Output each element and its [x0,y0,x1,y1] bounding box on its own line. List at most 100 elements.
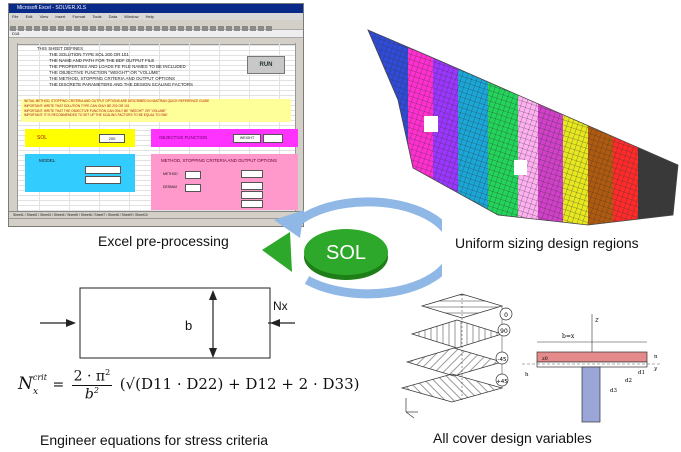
formula-sup-crit: crit [32,373,47,383]
toolbar-icon[interactable] [26,26,32,31]
excel-window: Microsoft Excel - SOLVER.XLS File Edit V… [8,3,304,227]
vertical-scrollbar[interactable] [295,43,303,211]
section-label-h: h [525,372,529,378]
menu-window[interactable]: Window [124,14,139,19]
toolbar-icon[interactable] [122,26,128,31]
menu-edit[interactable]: Edit [25,14,33,19]
method-section: METHOD, STOPPING CRITERIA AND OUTPUT OPT… [151,154,298,210]
formula-denominator: b [84,386,94,403]
toolbar-icon[interactable] [202,26,208,31]
formula-sub-x: x [32,387,39,398]
cell-reference[interactable]: D18 [12,31,20,36]
method-input[interactable] [185,171,201,179]
toolbar-icon[interactable] [194,26,200,31]
toolbar-icon[interactable] [90,26,96,31]
toolbar-icon[interactable] [42,26,48,31]
menu-insert[interactable]: Insert [55,14,66,19]
desmax-label: DESMAX [163,185,178,189]
status-bar [9,218,303,226]
menu-file[interactable]: File [12,14,19,19]
toolbar-icon[interactable] [226,26,232,31]
toolbar-icon[interactable] [98,26,104,31]
caption-regions: Uniform sizing design regions [455,235,639,251]
toolbar-icon[interactable] [234,26,240,31]
section-label-y: y [653,366,658,372]
instruction-line: INITIAL METHOD, STOPPING CRITERIA AND OU… [24,99,210,103]
menu-data[interactable]: Data [108,14,118,19]
option-input[interactable] [241,191,263,199]
menu-help[interactable]: Help [145,14,154,19]
sheet-intro-line: THE OBJECTIVE FUNCTION "WEIGHT" OR "VOLU… [49,70,160,75]
toolbar-icon[interactable] [66,26,72,31]
section-label-d1: d1 [638,370,645,376]
option-input[interactable] [241,200,263,208]
ply-layer [400,373,504,403]
panel-diagram: b Nx [40,287,295,359]
sheet-intro-line: THE NAME AND PATH FOR THE BDF OUTPUT FIL… [49,58,155,63]
panel-outline [79,287,271,359]
toolbar-icon[interactable] [250,26,256,31]
mesh-cutout [424,116,438,132]
toolbar-icon[interactable] [138,26,144,31]
section-width-label: b=x [562,333,575,340]
formula-bar[interactable]: D18 [9,30,303,38]
caption-stress: Engineer equations for stress criteria [40,432,268,448]
design-regions-mesh [367,29,679,226]
toolbar-icon[interactable] [178,26,184,31]
menu-tools[interactable]: Tools [92,14,102,19]
toolbar-icon[interactable] [186,26,192,31]
desmax-input[interactable] [185,184,201,192]
sol-label: SOL [37,135,48,141]
toolbar-icon[interactable] [74,26,80,31]
toolbar-icon[interactable] [154,26,160,31]
panel-width-label: b [185,318,192,333]
toolbar-icon[interactable] [218,26,224,31]
run-button[interactable]: RUN [247,56,285,74]
toolbar-icon[interactable] [210,26,216,31]
load-arrow-right-icon [270,319,280,327]
instruction-line: IMPORTANT: WRITE THAT SOLUTION TYPE CAN … [24,103,130,108]
sheet-intro-line: THIS SHEET DEFINES [37,46,84,51]
toolbar-icon[interactable] [18,26,24,31]
formula-n: N [18,374,33,395]
toolbar-icon[interactable] [170,26,176,31]
cycle-arc [288,197,442,299]
toolbar-icon[interactable] [242,26,248,31]
objective-input-2[interactable] [263,134,283,143]
toolbar-icon[interactable] [162,26,168,31]
objective-input[interactable]: WEIGHT [233,134,261,143]
sheet-intro-line: THE PROPERTIES AND LOADS FE FILE NAMES T… [49,64,186,69]
ply-angle-label: -45 [498,357,507,363]
toolbar-icon[interactable] [106,26,112,31]
caption-excel: Excel pre-processing [98,233,229,249]
toolbar-icon[interactable] [114,26,120,31]
sol-label: SOL [326,242,366,264]
toolbar-icon[interactable] [58,26,64,31]
menu-view[interactable]: View [39,14,49,19]
section-label-n: n [654,354,658,360]
sol-arrowhead-icon [262,232,292,272]
toolbar-icon[interactable] [50,26,56,31]
section-axis-label: z [594,316,599,324]
toolbar-icon[interactable] [82,26,88,31]
menu-format[interactable]: Format [72,14,86,19]
row-headers [9,43,18,211]
toolbar-icon[interactable] [266,26,272,31]
section-label-z0: z0 [542,356,548,362]
dimension-arrow-down-icon [209,348,217,358]
toolbar-icon[interactable] [34,26,40,31]
section-web [581,366,601,423]
option-input[interactable] [241,182,263,190]
toolbar-icon[interactable] [258,26,264,31]
sheet-tabs[interactable]: Sheet1 / Sheet2 / Sheet3 / Sheet4 / Shee… [9,211,303,219]
cycle-arrowhead-icon [274,210,304,238]
model-path-input[interactable] [85,176,121,184]
model-file-input[interactable] [85,166,121,174]
formula-num-exponent: 2 [105,368,111,377]
ply-layer [410,319,504,349]
toolbar-icon[interactable] [10,26,16,31]
toolbar-icon[interactable] [130,26,136,31]
toolbar-icon[interactable] [146,26,152,31]
sol-input[interactable]: 200 [99,134,125,143]
option-input[interactable] [241,170,263,178]
